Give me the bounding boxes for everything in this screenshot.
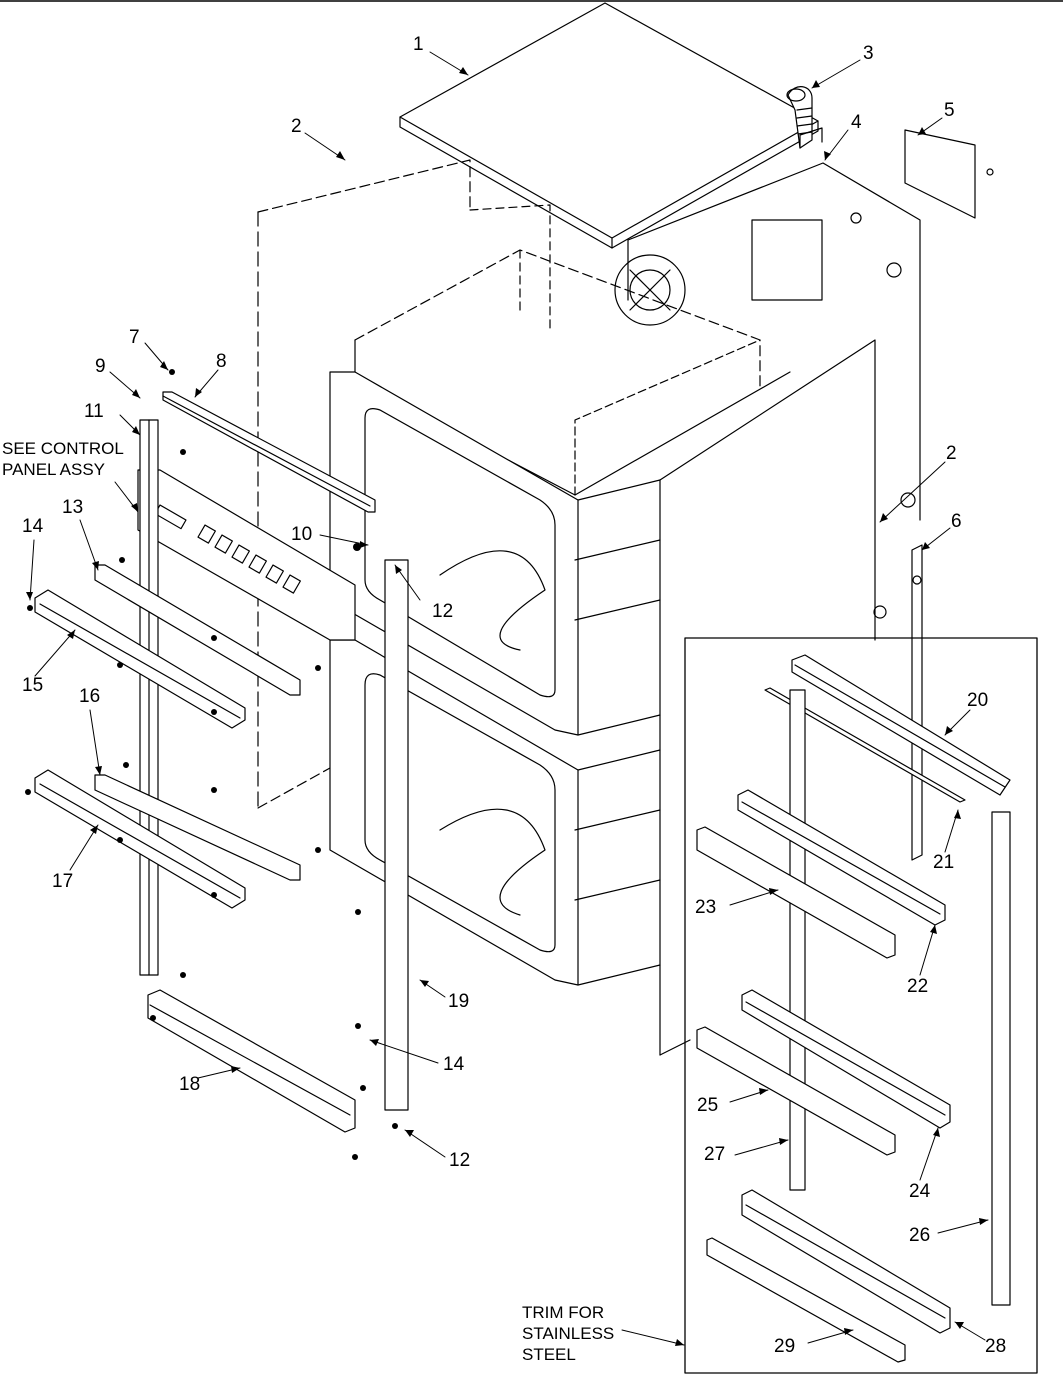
label-part-10: 10 (291, 524, 313, 545)
stainless-part-20 (791, 654, 1011, 796)
left-side-panel-part-2 (257, 159, 551, 809)
label-part-13: 13 (62, 497, 84, 518)
top-trim-part-8 (162, 391, 376, 513)
stainless-part-22 (737, 789, 946, 926)
label-part-4: 4 (851, 112, 862, 133)
stainless-part-23 (696, 826, 896, 959)
label-part-26: 26 (909, 1225, 931, 1246)
label-part-14-right: 14 (443, 1054, 465, 1075)
plate-part-13 (94, 564, 301, 696)
stainless-part-26 (991, 811, 1011, 1306)
label-part-19: 19 (448, 991, 470, 1012)
label-part-23: 23 (695, 897, 717, 918)
cover-plate-part-5 (904, 129, 994, 219)
stainless-part-24 (741, 989, 951, 1129)
vent-elbow-part-3 (786, 86, 823, 149)
label-part-14-left: 14 (22, 516, 44, 537)
stainless-trim-note-line2: STAINLESS (522, 1324, 615, 1343)
label-part-18: 18 (179, 1074, 201, 1095)
stainless-part-27 (789, 689, 806, 1191)
bracket-part-15 (34, 589, 246, 729)
stainless-part-29 (706, 1237, 906, 1363)
stainless-part-21 (764, 687, 966, 803)
stainless-trim-note-line3: STEEL (522, 1345, 576, 1364)
rear-strip-part-6 (911, 544, 923, 861)
kick-plate-part-18 (147, 989, 356, 1133)
label-part-25: 25 (697, 1095, 719, 1116)
label-part-6: 6 (951, 511, 962, 532)
label-part-1: 1 (413, 34, 424, 55)
label-part-11: 11 (84, 401, 104, 422)
plate-part-16 (94, 774, 301, 881)
screws (25, 369, 398, 1160)
label-part-16: 16 (79, 686, 101, 707)
left-vertical-trim-part-11 (139, 419, 159, 976)
label-part-8: 8 (216, 351, 227, 372)
label-part-28: 28 (985, 1336, 1007, 1357)
label-part-24: 24 (909, 1181, 931, 1202)
stainless-trim-note-line1: TRIM FOR (522, 1303, 605, 1322)
stainless-part-25 (696, 1026, 896, 1156)
label-part-12-upper: 12 (432, 601, 454, 622)
label-part-21: 21 (933, 852, 955, 873)
back-panel-part-4 (627, 162, 921, 521)
control-panel-note: SEE CONTROL PANEL ASSY (2, 438, 124, 480)
stainless-trim-note: TRIM FOR STAINLESS STEEL (522, 1302, 614, 1365)
label-part-17: 17 (52, 871, 74, 892)
label-part-5: 5 (944, 100, 955, 121)
control-panel-note-line1: SEE CONTROL (2, 439, 124, 458)
label-part-12-lower: 12 (449, 1150, 471, 1171)
label-part-22: 22 (907, 976, 929, 997)
label-part-20: 20 (967, 690, 989, 711)
label-part-2: 2 (291, 116, 302, 137)
top-panel-part-1 (399, 2, 819, 249)
label-part-2-right: 2 (946, 443, 957, 464)
label-part-3: 3 (863, 43, 874, 64)
control-panel-note-line2: PANEL ASSY (2, 460, 105, 479)
arrowheads (26, 67, 988, 1346)
label-part-27: 27 (704, 1144, 726, 1165)
label-part-15: 15 (22, 675, 44, 696)
label-part-29: 29 (774, 1336, 796, 1357)
bracket-part-17 (34, 769, 246, 909)
stainless-trim-box (684, 637, 1038, 1374)
stainless-part-28 (741, 1189, 951, 1334)
label-part-9: 9 (95, 356, 106, 377)
right-vertical-trim-part-19 (384, 559, 409, 1111)
label-part-7: 7 (129, 327, 140, 348)
